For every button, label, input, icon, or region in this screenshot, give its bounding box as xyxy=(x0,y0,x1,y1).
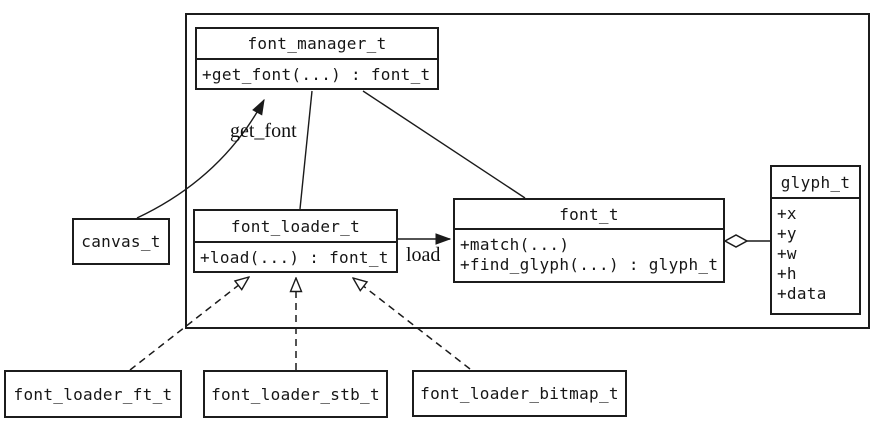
class-box-canvas: canvas_t xyxy=(72,218,170,265)
class-members-glyph: +x +y +w +h +data xyxy=(772,199,859,304)
class-box-font-loader-ft: font_loader_ft_t xyxy=(4,370,182,418)
member-match: +match(...) xyxy=(460,235,570,254)
member-h: +h xyxy=(777,264,797,283)
member-find-glyph: +find_glyph(...) : glyph_t xyxy=(460,255,719,274)
member-load: +load(...) : font_t xyxy=(200,248,389,267)
class-box-font-loader-stb: font_loader_stb_t xyxy=(203,370,388,418)
association-loader-manager xyxy=(299,90,313,210)
edge-label-get-font: get_font xyxy=(230,120,297,142)
class-title-font-manager: font_manager_t xyxy=(197,29,437,60)
class-box-glyph: glyph_t +x +y +w +h +data xyxy=(770,165,861,315)
association-font-manager xyxy=(362,90,526,199)
class-title-glyph: glyph_t xyxy=(772,167,859,199)
member-w: +w xyxy=(777,244,797,263)
association-arrow-canvas-manager xyxy=(136,100,264,219)
class-title-font: font_t xyxy=(455,200,723,230)
class-members-font-loader: +load(...) : font_t xyxy=(195,243,396,268)
class-box-font: font_t +match(...) +find_glyph(...) : gl… xyxy=(453,198,725,283)
generalization-bitmap-loader xyxy=(353,278,471,370)
member-data: +data xyxy=(777,284,827,303)
generalization-ft-loader xyxy=(129,277,249,371)
class-members-font: +match(...) +find_glyph(...) : glyph_t xyxy=(455,230,723,275)
class-box-font-manager: font_manager_t +get_font(...) : font_t xyxy=(195,27,439,90)
class-title-font-loader: font_loader_t xyxy=(195,211,396,243)
class-box-font-loader: font_loader_t +load(...) : font_t xyxy=(193,209,398,273)
class-members-font-manager: +get_font(...) : font_t xyxy=(197,60,437,85)
edge-label-load: load xyxy=(406,244,441,266)
member-y: +y xyxy=(777,224,797,243)
system-boundary xyxy=(185,13,870,329)
class-box-font-loader-bitmap: font_loader_bitmap_t xyxy=(412,370,627,417)
aggregation-diamond xyxy=(723,234,749,248)
member-get-font: +get_font(...) : font_t xyxy=(202,65,431,84)
member-x: +x xyxy=(777,204,797,223)
